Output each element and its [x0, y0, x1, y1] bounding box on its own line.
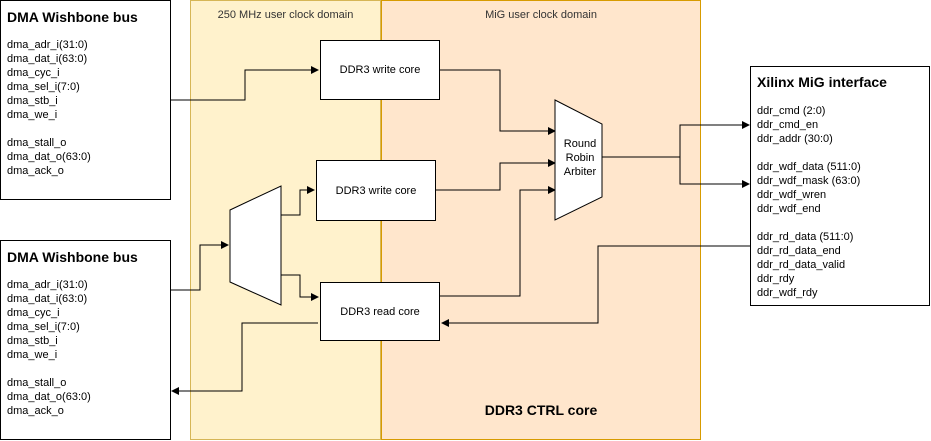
mig-signals: ddr_cmd (2:0) ddr_cmd_en ddr_addr (30:0)… — [757, 104, 861, 300]
signal: ddr_wdf_wren — [757, 189, 827, 201]
signal: dma_ack_o — [7, 405, 64, 417]
signal: dma_stb_i — [7, 335, 58, 347]
signal: ddr_wdf_mask (63:0) — [757, 175, 861, 187]
dma-wishbone-bus-bottom: DMA Wishbone bus dma_adr_i(31:0) dma_dat… — [0, 240, 171, 440]
xilinx-mig-interface: Xilinx MiG interface ddr_cmd (2:0) ddr_c… — [750, 66, 930, 306]
dma-bus-top-signals: dma_adr_i(31:0) dma_dat_i(63:0) dma_cyc_… — [7, 38, 91, 178]
wire-read-core-to-arbiter — [440, 186, 556, 297]
arbiter-label: Round Robin Arbiter — [555, 137, 605, 179]
wire-read-core-to-bus-bottom — [171, 322, 318, 395]
wire-mux-to-write-core — [281, 186, 315, 216]
dma-wishbone-bus-top: DMA Wishbone bus dma_adr_i(31:0) dma_dat… — [0, 0, 171, 200]
arbiter-label-line1: Round — [563, 138, 597, 150]
signal: ddr_wdf_end — [757, 203, 821, 215]
clock-domain-mig-label: MiG user clock domain — [485, 9, 597, 21]
arbiter-label-line3: Arbiter — [563, 166, 597, 178]
input-mux — [229, 185, 282, 306]
ddr3-write-core-top-label: DDR3 write core — [339, 64, 421, 76]
signal: dma_cyc_i — [7, 67, 60, 79]
signal: dma_dat_o(63:0) — [7, 151, 91, 163]
ddr3-write-core-mid-label: DDR3 write core — [335, 184, 417, 197]
signal: dma_sel_i(7:0) — [7, 321, 80, 333]
signal: ddr_rd_data (511:0) — [757, 231, 854, 243]
ddr3-write-core-top: DDR3 write core — [320, 40, 440, 100]
signal: ddr_wdf_rdy — [757, 287, 818, 299]
signal: dma_stall_o — [7, 137, 67, 149]
signal: dma_stb_i — [7, 95, 58, 107]
round-robin-arbiter-shape — [554, 99, 603, 221]
signal: ddr_wdf_data (511:0) — [757, 161, 861, 173]
wire-mig-to-read-core — [441, 245, 750, 327]
signal: ddr_rd_data_end — [757, 245, 841, 257]
ddr3-read-core-label: DDR3 read core — [340, 305, 420, 318]
signal: dma_adr_i(31:0) — [7, 279, 88, 291]
wire-write-core-mid-to-arbiter — [436, 159, 556, 191]
signal: ddr_rd_data_valid — [757, 259, 846, 271]
signal: dma_adr_i(31:0) — [7, 39, 88, 51]
mig-title: Xilinx MiG interface — [757, 74, 887, 90]
signal: dma_dat_o(63:0) — [7, 391, 91, 403]
ddr3-ctrl-core-label: DDR3 CTRL core — [484, 402, 598, 418]
wire-mux-to-read-core — [281, 274, 319, 301]
signal: ddr_addr (30:0) — [757, 133, 833, 145]
ddr3-write-core-mid: DDR3 write core — [316, 160, 436, 221]
signal: ddr_cmd (2:0) — [757, 105, 826, 117]
wire-bus-top-to-write-core — [170, 66, 319, 101]
signal: dma_dat_i(63:0) — [7, 293, 88, 305]
wire-arbiter-to-mig-wdf — [679, 157, 750, 188]
signal: dma_dat_i(63:0) — [7, 53, 88, 65]
dma-bus-top-title: DMA Wishbone bus — [7, 9, 138, 25]
wire-arbiter-to-mig-cmd — [602, 121, 750, 158]
signal: ddr_cmd_en — [757, 119, 819, 131]
dma-bus-bottom-title: DMA Wishbone bus — [7, 249, 138, 265]
signal: dma_sel_i(7:0) — [7, 81, 80, 93]
signal: dma_we_i — [7, 349, 58, 361]
signal: dma_ack_o — [7, 165, 64, 177]
clock-domain-250mhz-label: 250 MHz user clock domain — [217, 9, 354, 21]
signal: ddr_rdy — [757, 273, 795, 285]
signal: dma_stall_o — [7, 377, 67, 389]
wire-bus-bottom-to-mux — [170, 241, 229, 291]
signal: dma_cyc_i — [7, 307, 60, 319]
signal: dma_we_i — [7, 109, 58, 121]
arbiter-label-line2: Robin — [565, 152, 595, 164]
wire-write-core-top-to-arbiter — [440, 69, 556, 135]
dma-bus-bottom-signals: dma_adr_i(31:0) dma_dat_i(63:0) dma_cyc_… — [7, 278, 91, 418]
ddr3-read-core: DDR3 read core — [320, 282, 440, 341]
